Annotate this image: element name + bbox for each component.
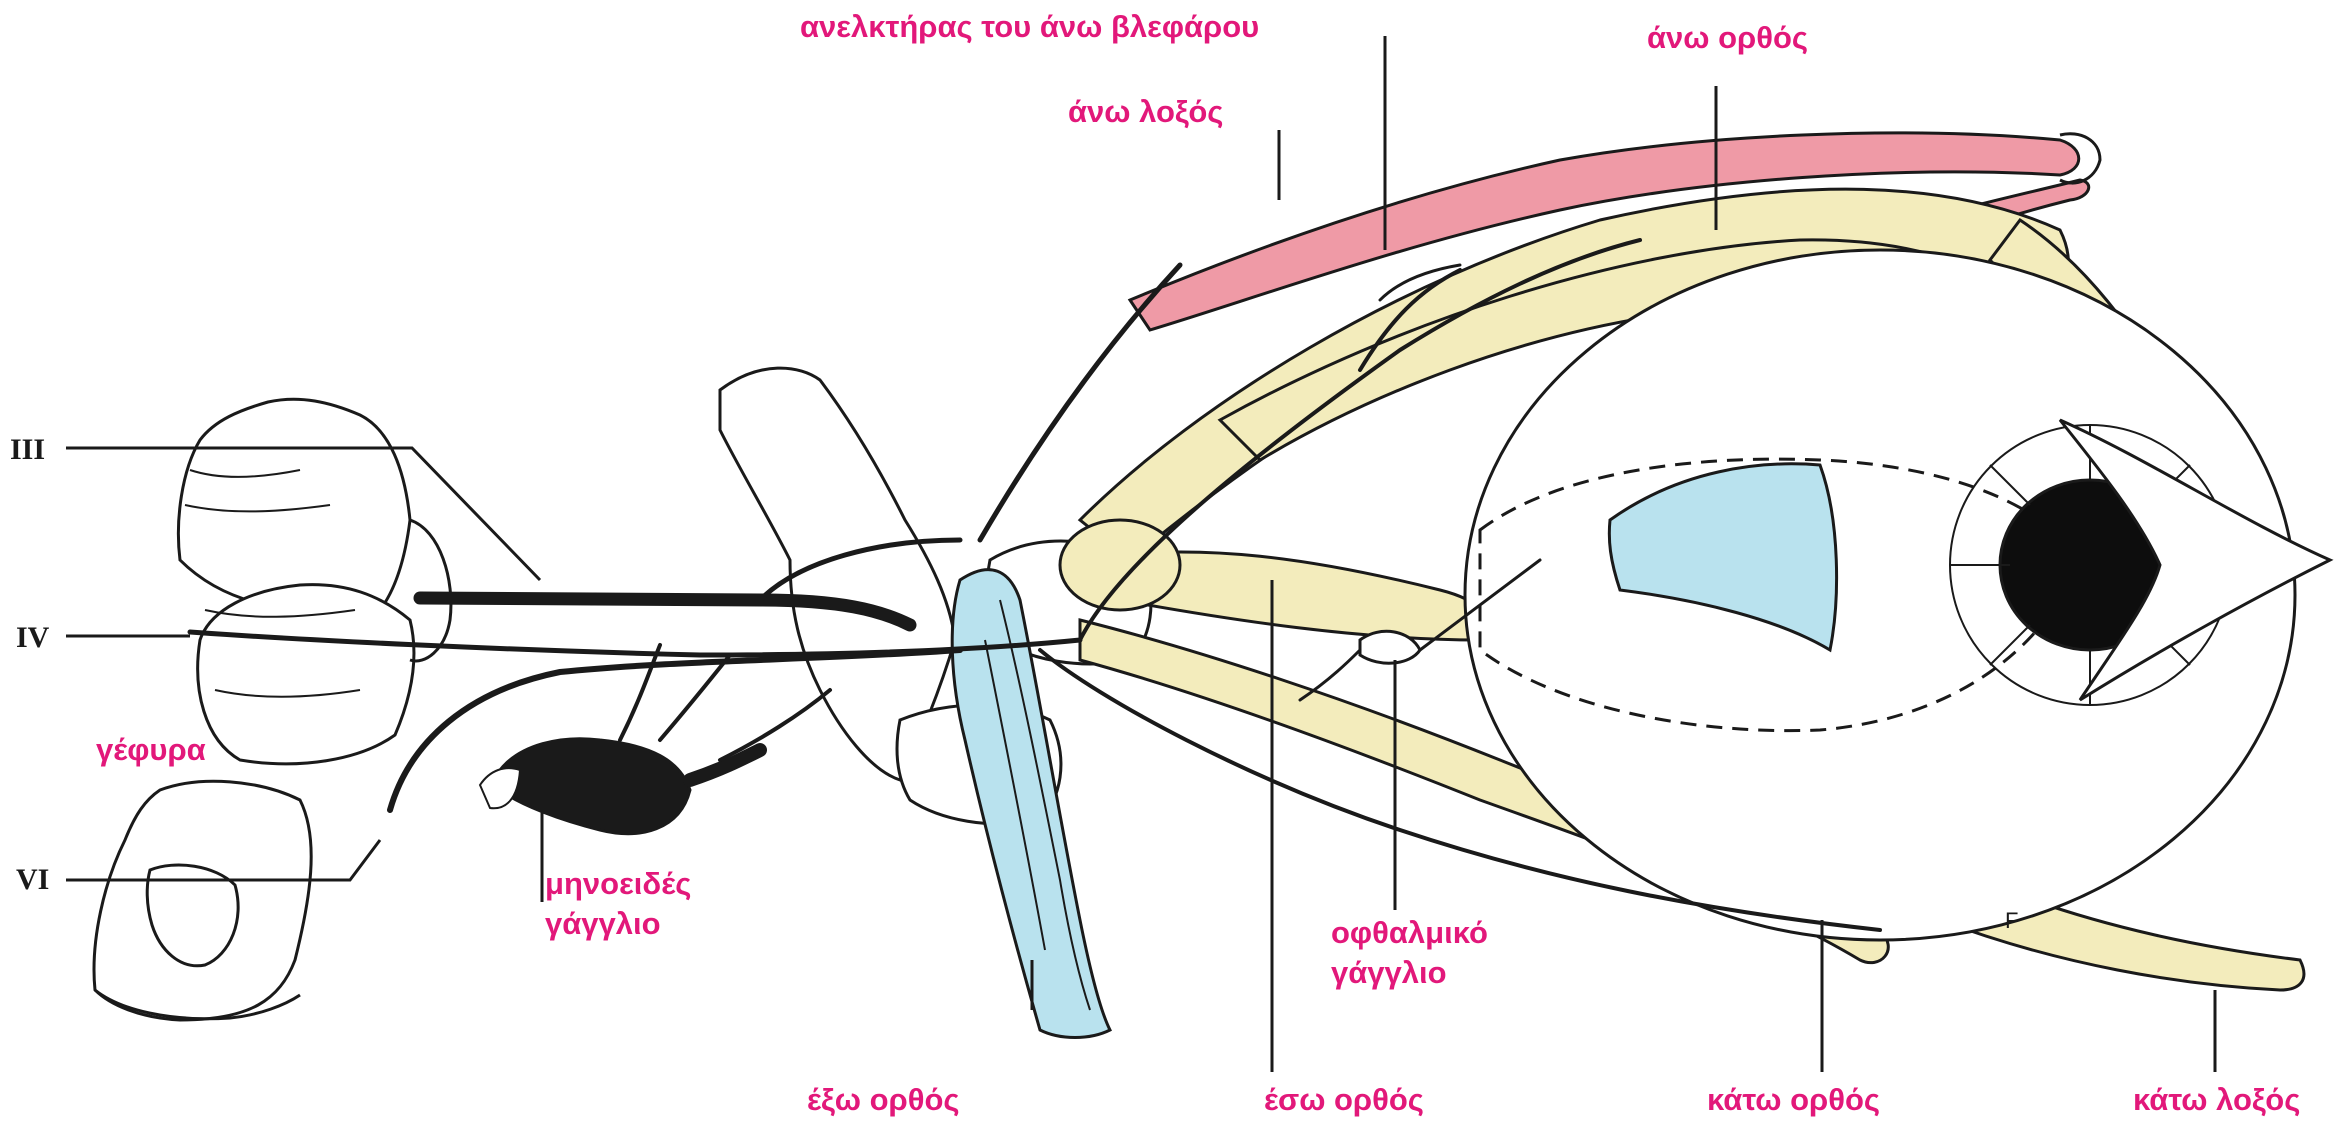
label-nerve-iv: IV — [16, 620, 49, 656]
label-nerve-iii: III — [10, 432, 45, 468]
label-ciliary-line-2: γάγγλιο — [1331, 953, 1488, 993]
label-ciliary-line-1: οφθαλμικό — [1331, 913, 1488, 953]
label-trigeminal-line-2: γάγγλιο — [545, 904, 691, 944]
label-nerve-vi: VI — [16, 862, 49, 898]
label-levator: ανελκτήρας του άνω βλεφάρου — [800, 7, 1259, 47]
label-trigeminal-ganglion: μηνοειδές γάγγλιο — [545, 864, 691, 944]
label-ciliary-ganglion: οφθαλμικό γάγγλιο — [1331, 913, 1488, 993]
label-superior-rectus: άνω ορθός — [1647, 18, 1808, 58]
label-superior-oblique: άνω λοξός — [1068, 92, 1223, 132]
label-pons: γέφυρα — [96, 730, 206, 770]
brainstem-icon — [94, 399, 451, 1020]
label-medial-rectus: έσω ορθός — [1264, 1080, 1424, 1120]
label-lateral-rectus: έξω ορθός — [807, 1080, 960, 1120]
artist-initial: F — [2005, 908, 2018, 933]
label-inferior-oblique: κάτω λοξός — [2133, 1080, 2300, 1120]
label-trigeminal-line-1: μηνοειδές — [545, 864, 691, 904]
label-inferior-rectus: κάτω ορθός — [1707, 1080, 1880, 1120]
eyeball-icon — [1465, 250, 2330, 940]
